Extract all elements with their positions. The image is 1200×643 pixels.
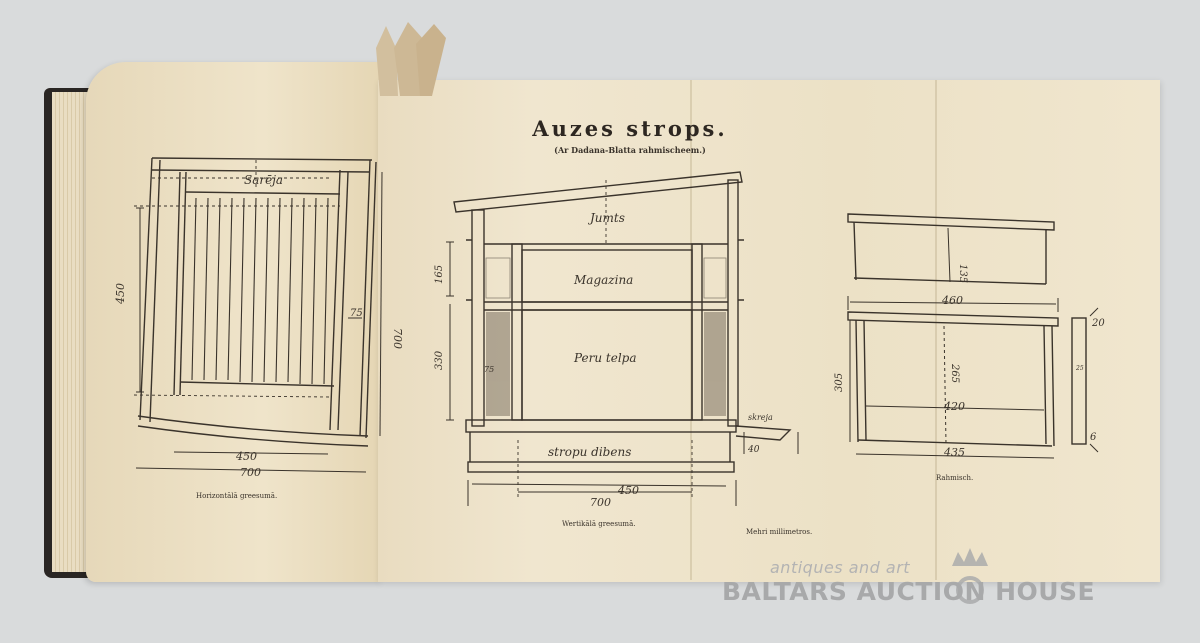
label-skreja: skreja [748, 413, 773, 422]
bottom-board [465, 419, 737, 433]
dim-left-450: 450 [114, 283, 127, 305]
roof-board [453, 171, 743, 213]
screen-top [185, 191, 341, 195]
inner-front-wall [511, 243, 523, 421]
dim-left-700-width: 700 [240, 466, 261, 479]
caption-right: Rahmisch. [936, 474, 973, 482]
label-stropu-dibens: stropu dibens [548, 445, 631, 459]
front-post [471, 209, 485, 427]
dim-435: 435 [943, 446, 965, 459]
dim-420: 420 [943, 400, 965, 413]
left-top-rail-inner [151, 169, 371, 173]
dim-165: 165 [434, 265, 445, 284]
brood-box [521, 309, 693, 421]
fold-crease [690, 80, 692, 580]
dim-25: 25 [1075, 365, 1084, 372]
right-outer-wall [359, 159, 371, 437]
frame-bottom-bar [857, 439, 1053, 447]
entrance-board [735, 425, 792, 441]
dim-460: 460 [941, 294, 963, 307]
frame-top-rail [847, 311, 1059, 327]
dim-330: 330 [434, 350, 445, 370]
dim-left-700: 700 [391, 328, 404, 349]
label-magazina: Magazina [573, 273, 633, 287]
label-peru-telpa: Peru telpa [573, 351, 637, 365]
frame-right-side [1043, 325, 1055, 447]
watermark-brand: BALTARS AUCTION HOUSE [722, 577, 1096, 606]
dim-20: 20 [1091, 318, 1105, 329]
screen-bars [191, 197, 329, 385]
back-post [727, 179, 739, 427]
dim-left-450-width: 450 [235, 450, 257, 463]
fold-crease [935, 80, 937, 580]
watermark-crown-icon [952, 548, 988, 604]
dim-305: 305 [834, 373, 845, 392]
stand-board [467, 461, 735, 473]
left-top-rail [151, 157, 373, 161]
left-outer-wall [139, 157, 153, 421]
label-sareja: Sarēja [244, 173, 283, 187]
left-page [86, 62, 382, 582]
dim-40: 40 [747, 445, 760, 455]
dim-135: 135 [957, 264, 968, 283]
dim-75-wall: 75 [484, 365, 494, 374]
screen-bottom [179, 381, 335, 387]
frame-profile [1071, 317, 1087, 445]
inner-back-wall [691, 243, 703, 421]
plate-subtitle: (Ar Dadana-Blatta rahmischeem.) [554, 145, 706, 155]
dim-6: 6 [1090, 432, 1097, 443]
left-inner-wall [173, 171, 181, 396]
plate-title: Auzes strops. [532, 116, 728, 141]
label-jumts: Jumts [587, 211, 625, 225]
left-base [137, 415, 369, 437]
left-outer-wall-inner [149, 159, 161, 423]
dim-265: 265 [949, 363, 960, 383]
insulation-hatch [485, 257, 727, 416]
dim-700-center: 700 [590, 496, 611, 509]
caption-left: Horizontālā greesumā. [196, 492, 277, 500]
frame-top-bar [847, 213, 1055, 231]
bookmark-ribbon [376, 22, 446, 96]
dim-left-75: 75 [350, 308, 363, 319]
units-note: Mehri millimetros. [746, 528, 812, 536]
watermark-tagline: antiques and art [770, 558, 911, 577]
caption-center: Wertikālā greesumā. [562, 520, 635, 528]
frame-left-side [855, 319, 867, 443]
right-inner-wall [329, 169, 341, 431]
dim-450-center: 450 [617, 484, 639, 497]
